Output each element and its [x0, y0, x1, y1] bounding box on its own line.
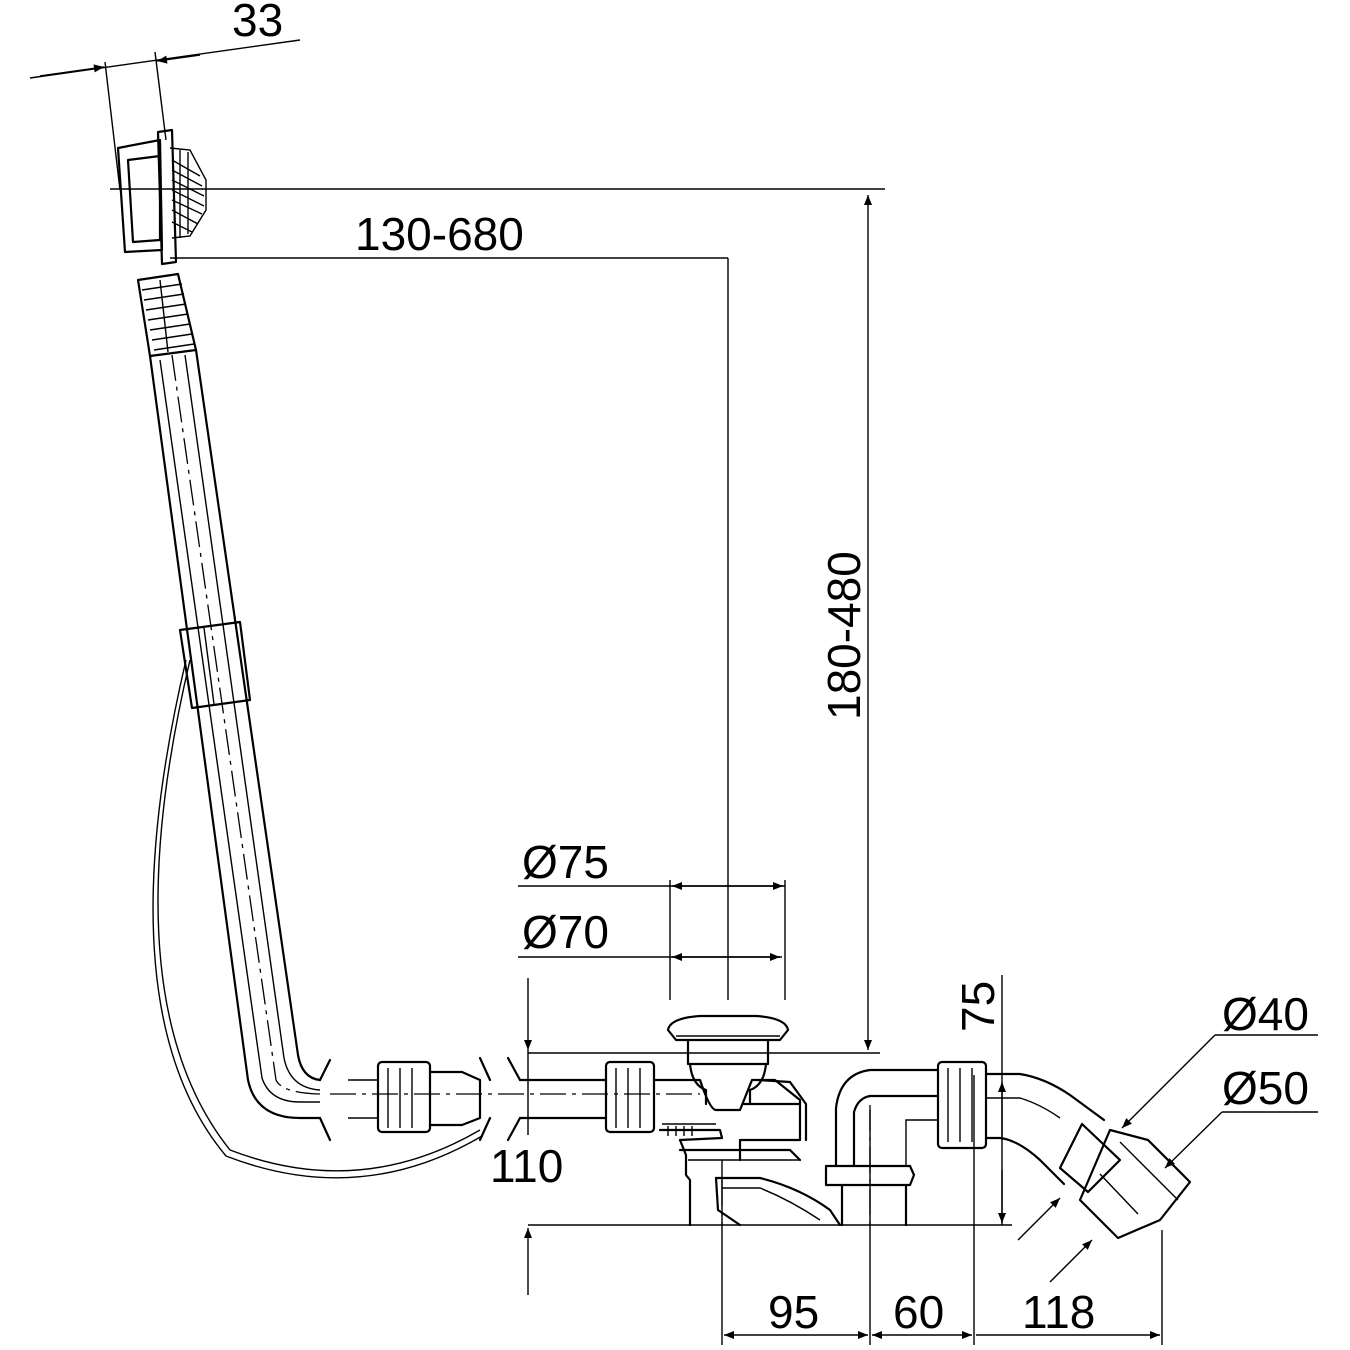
dim-180-480: 180-480 — [818, 551, 870, 720]
waste-body — [652, 1014, 916, 1227]
dim-outlet-d50: Ø50 — [1222, 1062, 1309, 1114]
dimension-lines — [29, 39, 1318, 1345]
overflow-tube — [136, 272, 483, 1179]
dim-75: 75 — [952, 981, 1004, 1032]
dim-130-680: 130-680 — [355, 208, 524, 260]
dim-110: 110 — [490, 1140, 563, 1192]
dimension-labels: 33 130-680 180-480 Ø75 Ø70 75 Ø40 Ø50 11… — [232, 0, 1309, 1338]
dim-plug-d75: Ø75 — [522, 836, 609, 888]
trap-outlet — [834, 1060, 1192, 1240]
dim-plug-d70: Ø70 — [522, 906, 609, 958]
dim-33: 33 — [232, 0, 283, 46]
dim-95: 95 — [768, 1286, 819, 1338]
horizontal-pipe — [318, 1056, 700, 1142]
dim-118: 118 — [1022, 1286, 1095, 1338]
overflow-head — [116, 128, 207, 266]
dim-60: 60 — [893, 1286, 944, 1338]
dim-outlet-d40: Ø40 — [1222, 988, 1309, 1040]
